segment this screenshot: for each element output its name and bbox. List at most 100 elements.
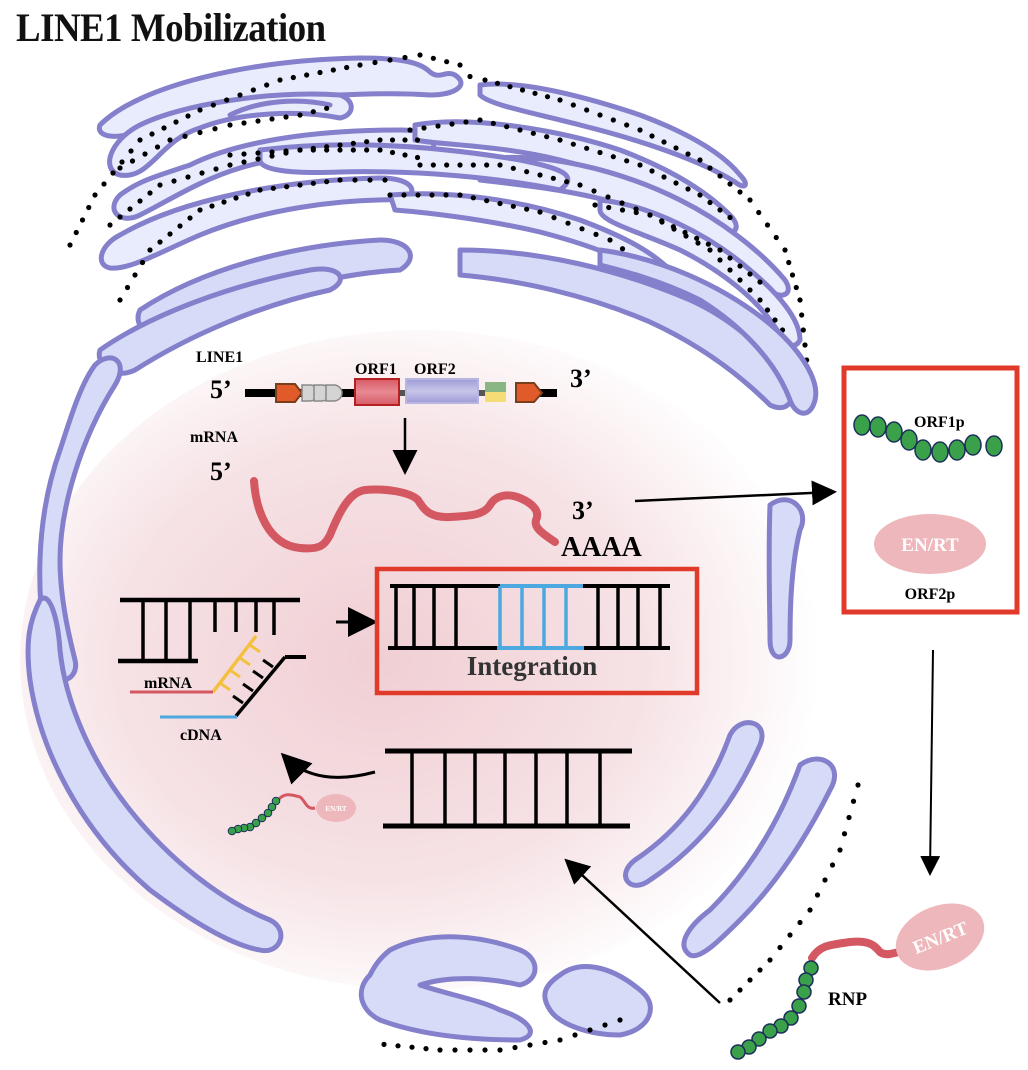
ribosome-dot <box>507 84 513 90</box>
assembly-arrow <box>920 649 941 876</box>
ribosome-dot <box>402 54 408 61</box>
ribosome-dot <box>350 147 356 153</box>
ribosome-dot <box>129 158 136 164</box>
ribosome-dot <box>430 55 436 61</box>
ribosome-dot <box>597 112 603 118</box>
ribosome-dot <box>707 199 713 206</box>
rnp-orf1p-monomer <box>762 1023 778 1039</box>
ribosome-dot <box>257 187 263 193</box>
ribosome-dot <box>124 284 131 291</box>
small-orf1p-monomer <box>251 818 261 828</box>
ribosome-dot <box>185 174 191 180</box>
ribosome-dot <box>800 327 806 333</box>
ribosome-dot <box>149 131 155 137</box>
ribosome-dot <box>337 147 343 153</box>
ribosome-dot <box>484 198 490 204</box>
ribosome-dot <box>387 57 393 63</box>
ribosome-dot <box>524 206 530 212</box>
utr-yellow <box>485 392 506 402</box>
mrna-5prime-label: 5’ <box>210 457 232 486</box>
ribosome-dot <box>530 130 536 136</box>
ribosome-dot <box>137 198 143 204</box>
ribosome-dot <box>277 77 283 83</box>
ribosome-dot <box>417 52 423 58</box>
ribosome-dot <box>467 73 473 80</box>
rnp-mrna <box>808 937 919 962</box>
ribosome-dot <box>584 145 590 151</box>
ribosome-dot <box>227 162 233 168</box>
ribosome-dot <box>510 165 516 171</box>
ribosome-dot <box>605 194 611 200</box>
ribosome-dot <box>154 144 161 150</box>
ribosome-dot <box>337 177 343 183</box>
membrane-dot <box>467 1047 473 1053</box>
ribosome-dot <box>344 64 350 71</box>
ribosome-dot <box>737 189 743 195</box>
ribosome-dot <box>177 223 183 229</box>
rnp-orf1p-monomer <box>796 984 812 1000</box>
rnp-orf1p-monomer <box>783 1010 799 1026</box>
ribosome-dot <box>517 127 523 133</box>
ribosome-dot <box>786 259 792 266</box>
ribosome-dot <box>592 202 598 208</box>
ribosome-dot <box>297 182 303 188</box>
rnp-orf1p-monomer <box>730 1044 746 1060</box>
membrane-dot <box>617 1017 623 1023</box>
ribosome-dot <box>387 192 393 198</box>
ribosome-dot <box>270 185 276 191</box>
ribosome-dot <box>67 242 73 248</box>
ribosome-dot <box>551 215 557 221</box>
ribosome-dot <box>337 142 343 148</box>
membrane-dot <box>572 1032 578 1038</box>
rnp-orf1p-monomer <box>751 1031 767 1047</box>
enrt-protein <box>874 514 986 574</box>
ribosome-dot <box>110 170 116 176</box>
ribosome-dot <box>372 59 378 66</box>
ribosome-dot <box>504 124 510 130</box>
ribosome-dot <box>659 219 665 225</box>
orf2-label: ORF2 <box>414 361 456 378</box>
membrane-dot <box>381 1041 387 1047</box>
ribosome-dot <box>793 284 799 291</box>
ribosome-dot <box>694 235 700 241</box>
ribosome-dot <box>402 152 408 158</box>
utr-green <box>485 382 506 392</box>
ribosome-dot <box>537 209 543 215</box>
membrane-dot <box>767 957 773 963</box>
ribosome-dot <box>402 137 408 143</box>
ribosome-dot <box>245 191 251 197</box>
ribosome-dot <box>382 177 388 183</box>
ribosome-dot <box>227 122 233 128</box>
small-orf1p-monomer <box>271 796 281 806</box>
ribosome-dot <box>401 192 407 198</box>
ribosome-dot <box>304 72 310 78</box>
integration-label: Integration <box>467 651 598 681</box>
ribosome-dot <box>449 121 455 127</box>
ribosome-dot <box>484 162 490 168</box>
small-enrt <box>316 794 356 822</box>
ribosome-dot <box>364 147 370 153</box>
orf1p-monomer <box>900 429 918 451</box>
promoter-arrow-3prime <box>515 382 544 403</box>
ribosome-dot <box>544 134 550 140</box>
ribosome-dot <box>727 214 733 221</box>
membrane-dot <box>757 967 763 973</box>
ribosome-dot <box>756 209 762 216</box>
membrane-dot <box>846 814 852 821</box>
ribosome-dot <box>324 147 330 153</box>
ribosome-dot <box>717 257 723 263</box>
orf1p-monomer <box>964 434 982 456</box>
ribosome-dot <box>773 234 779 241</box>
ribosome-dot <box>283 114 289 120</box>
rnp-label: RNP <box>828 989 867 1010</box>
ribosome-dot <box>591 188 597 194</box>
ribosome-dot <box>637 127 643 133</box>
ribosome-dot <box>157 239 163 245</box>
ribosome-dot <box>524 169 530 175</box>
ribosome-dot <box>537 172 543 178</box>
ribosome-dot <box>717 173 723 179</box>
ribosome-dot <box>377 137 383 143</box>
orf1p-chain <box>853 414 1003 463</box>
promoter-arrow-5prime <box>275 383 304 403</box>
